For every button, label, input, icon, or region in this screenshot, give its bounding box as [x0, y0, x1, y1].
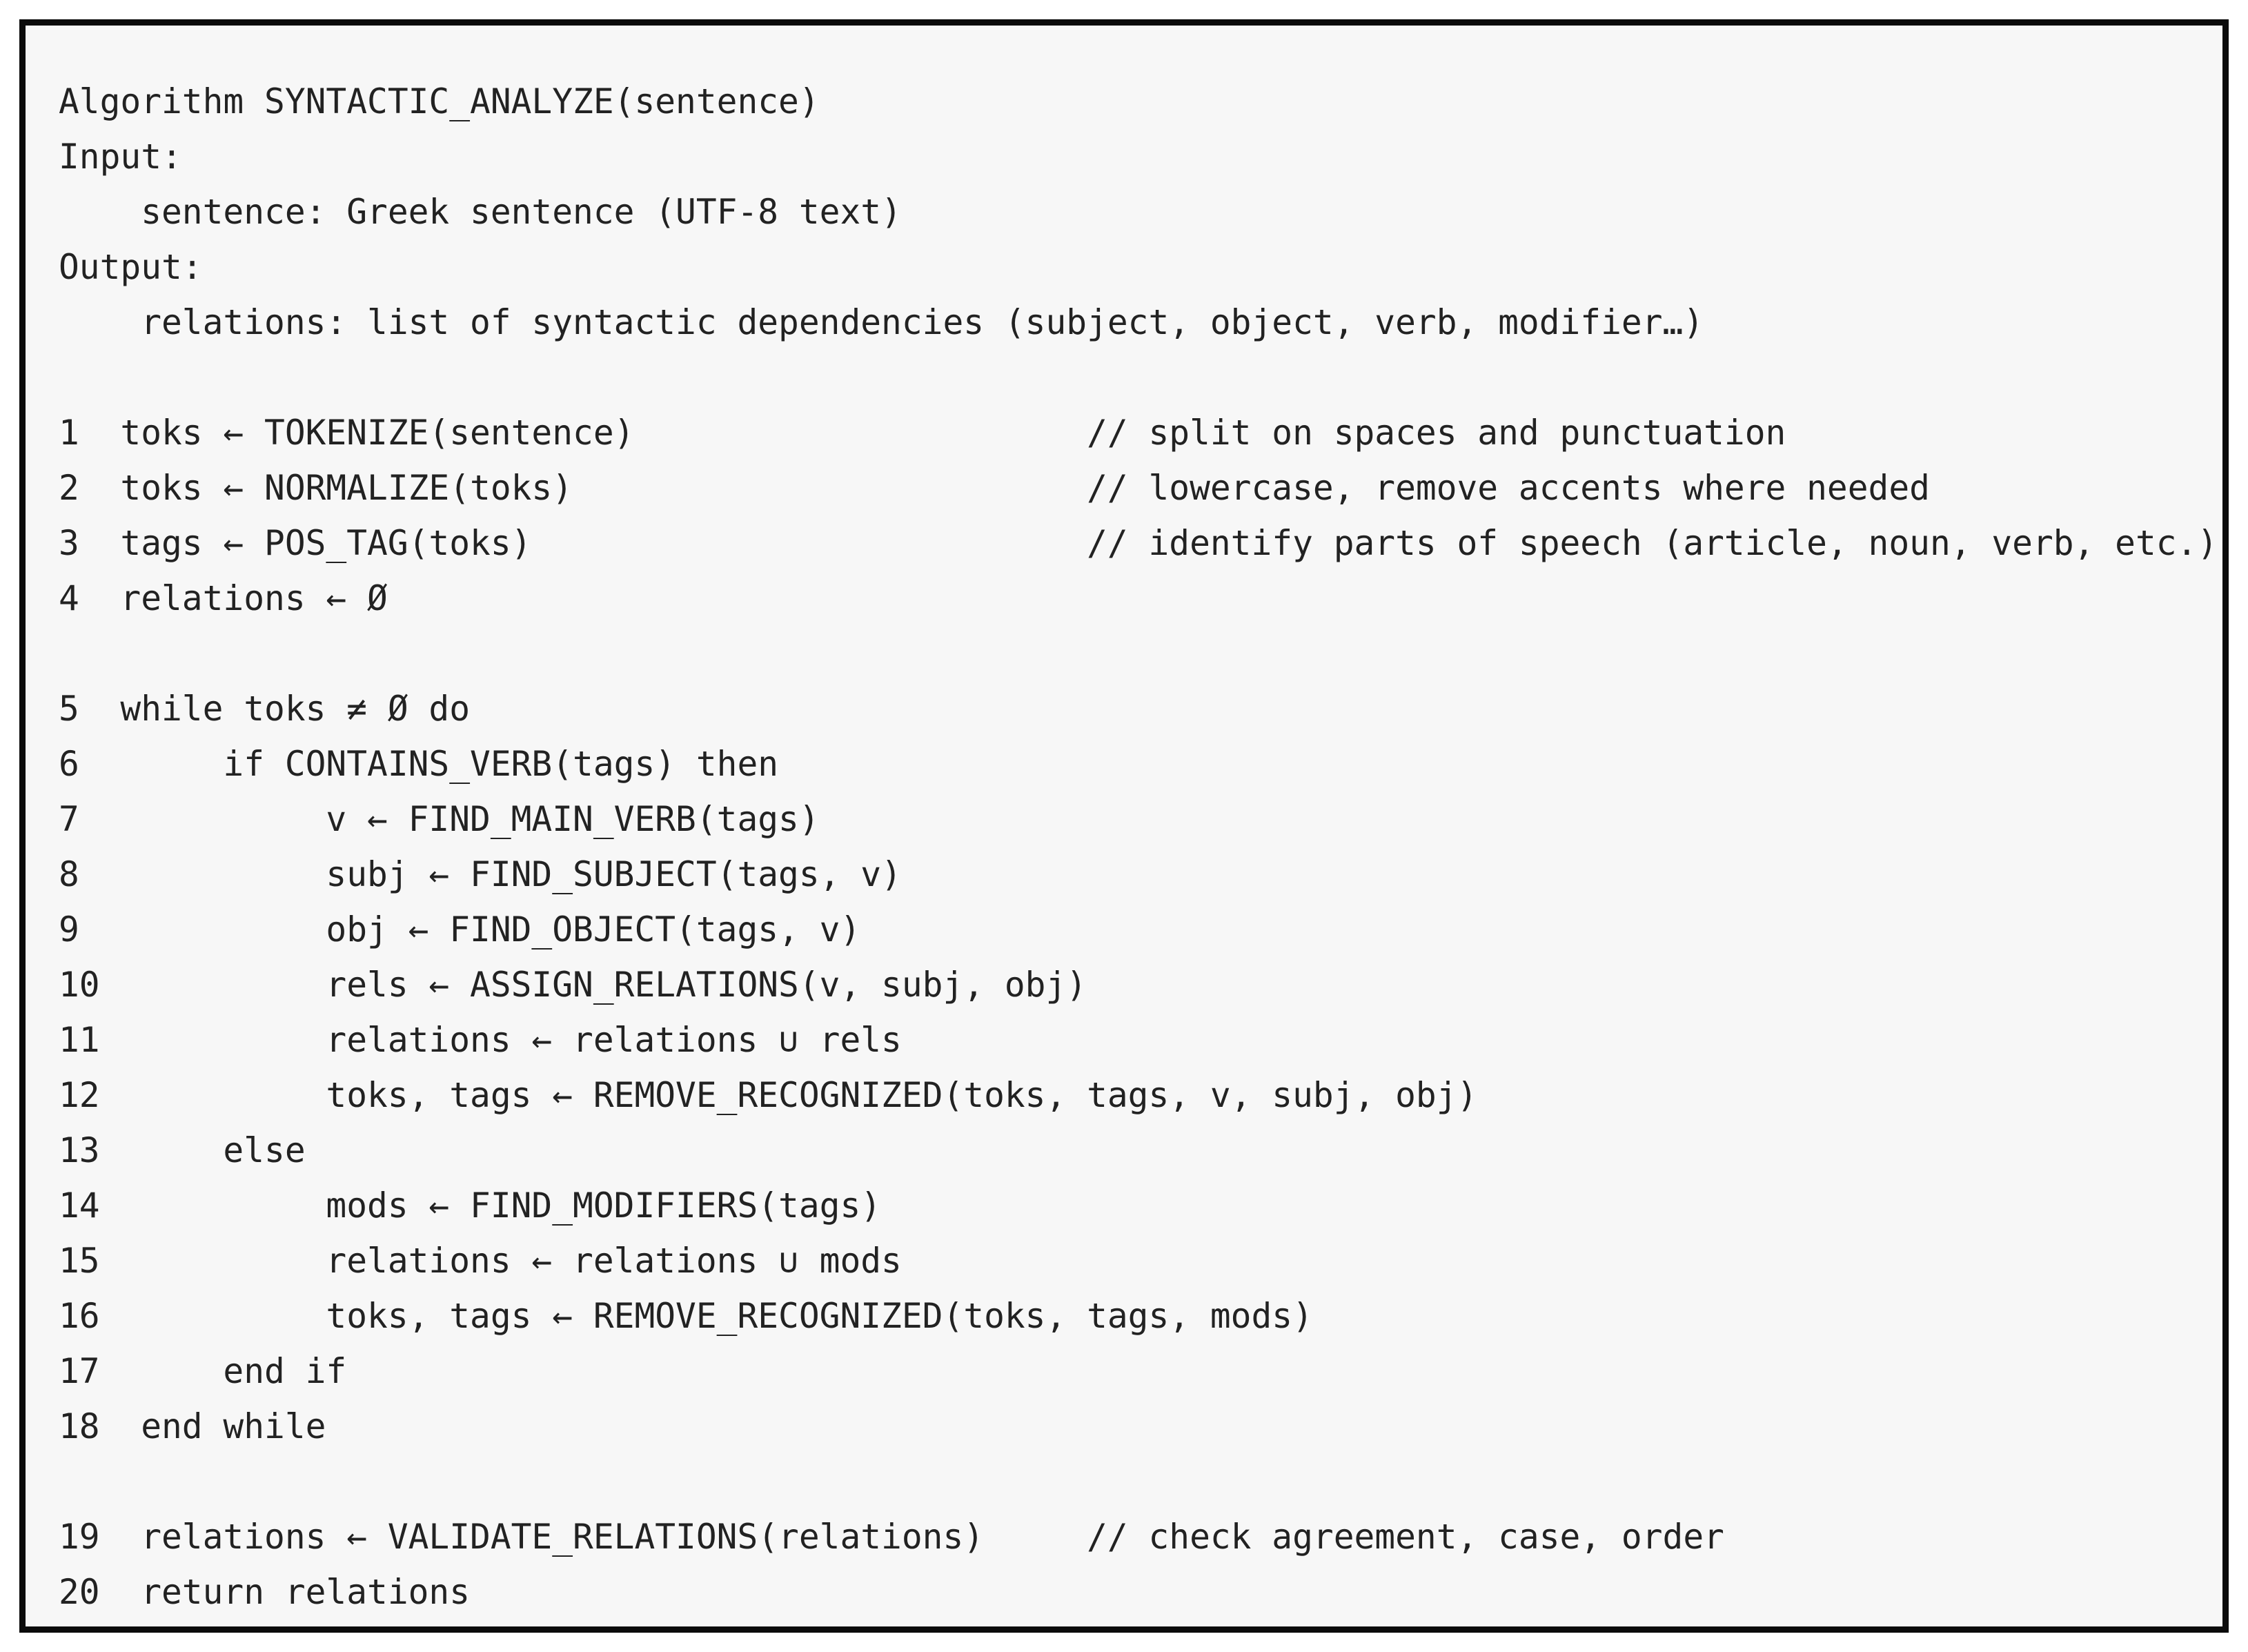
- code-line-12: 12 toks, tags ← REMOVE_RECOGNIZED(toks, …: [59, 1075, 1478, 1115]
- code-line-7: 7 v ← FIND_MAIN_VERB(tags): [59, 799, 820, 839]
- code-line-9: 9 obj ← FIND_OBJECT(tags, v): [59, 909, 861, 950]
- pseudocode-listing: Algorithm SYNTACTIC_ANALYZE(sentence) Inp…: [26, 26, 2222, 1620]
- code-line-13: 13 else: [59, 1130, 306, 1170]
- code-line-15: 15 relations ← relations ∪ mods: [59, 1241, 902, 1281]
- code-line-8: 8 subj ← FIND_SUBJECT(tags, v): [59, 854, 902, 894]
- code-line-1: 1 toks ← TOKENIZE(sentence) // split on …: [59, 413, 1786, 453]
- code-line-10: 10 rels ← ASSIGN_RELATIONS(v, subj, obj): [59, 965, 1087, 1005]
- code-line-20: 20 return relations: [59, 1572, 471, 1612]
- code-line-2: 2 toks ← NORMALIZE(toks) // lowercase, r…: [59, 468, 1930, 508]
- header-line: sentence: Greek sentence (UTF-8 text): [59, 192, 902, 232]
- code-line-4: 4 relations ← Ø: [59, 578, 388, 618]
- algorithm-box: Algorithm SYNTACTIC_ANALYZE(sentence) Inp…: [19, 19, 2229, 1633]
- blank-line: [59, 626, 2222, 681]
- code-line-16: 16 toks, tags ← REMOVE_RECOGNIZED(toks, …: [59, 1296, 1313, 1336]
- code-line-14: 14 mods ← FIND_MODIFIERS(tags): [59, 1186, 882, 1226]
- code-line-17: 17 end if: [59, 1351, 347, 1391]
- header-line: Input:: [59, 137, 182, 177]
- code-line-19: 19 relations ← VALIDATE_RELATIONS(relati…: [59, 1517, 1724, 1557]
- header-line: Algorithm SYNTACTIC_ANALYZE(sentence): [59, 81, 820, 121]
- code-line-18: 18 end while: [59, 1406, 326, 1446]
- code-line-11: 11 relations ← relations ∪ rels: [59, 1020, 902, 1060]
- code-line-3: 3 tags ← POS_TAG(toks) // identify parts…: [59, 523, 2218, 563]
- blank-line: [59, 350, 2222, 405]
- header-line: Output:: [59, 247, 203, 287]
- code-line-6: 6 if CONTAINS_VERB(tags) then: [59, 744, 779, 784]
- header-line: relations: list of syntactic dependencie…: [59, 302, 1704, 342]
- blank-line: [59, 1454, 2222, 1509]
- code-line-5: 5 while toks ≠ Ø do: [59, 689, 471, 729]
